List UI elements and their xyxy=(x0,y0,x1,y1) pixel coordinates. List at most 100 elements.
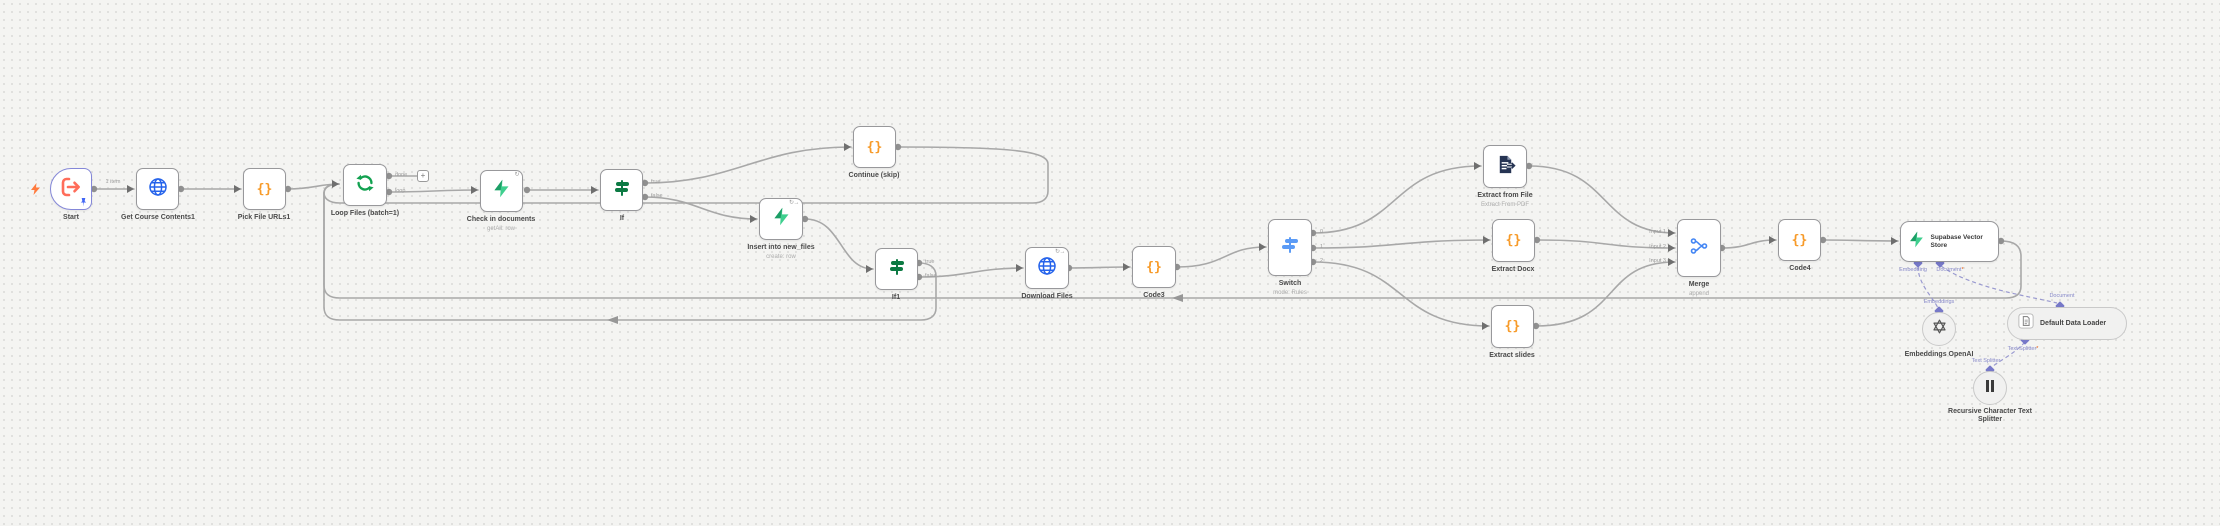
node-label: Recursive Character Text Splitter xyxy=(1948,408,2032,424)
node-subtitle: create: row xyxy=(766,254,796,260)
node-label: Start xyxy=(63,214,79,221)
connection-code4-supabase[interactable] xyxy=(1822,239,1899,242)
node-switch[interactable] xyxy=(1268,219,1312,276)
node-label: Check in documents xyxy=(466,216,536,223)
connection-insert-if1[interactable] xyxy=(804,218,874,270)
node-label: Continue (skip) xyxy=(848,172,900,179)
edge-items-label: 1 item xyxy=(105,179,121,185)
connection-download-code3[interactable] xyxy=(1068,266,1131,269)
extract-file-icon xyxy=(1495,154,1517,180)
flow-direction-arrows xyxy=(607,294,1183,324)
start-icon xyxy=(60,176,82,203)
port-label-true: true xyxy=(651,179,661,185)
node-subtitle: append xyxy=(1688,291,1710,297)
ai-connections xyxy=(1917,265,2058,368)
node-pick-file-urls[interactable]: {} xyxy=(243,168,286,210)
node-default-data-loader[interactable]: Default Data Loader xyxy=(2007,307,2127,340)
ai-port-label-embedding: Embedding xyxy=(1899,267,1927,273)
node-label: If1 xyxy=(891,294,901,301)
ai-port-label-text-splitter: Text Splitter* xyxy=(2007,346,2039,352)
connection-if-true-continue[interactable] xyxy=(644,146,852,184)
node-label: Merge xyxy=(1688,281,1710,288)
node-embeddings-openai[interactable] xyxy=(1922,312,1956,346)
node-label: Switch xyxy=(1278,280,1302,287)
node-label: Code4 xyxy=(1789,265,1811,272)
node-loop-files[interactable] xyxy=(343,164,387,206)
node-download-files[interactable]: ↻→ xyxy=(1025,247,1069,289)
node-continue-skip[interactable]: {} xyxy=(853,126,896,168)
connection-merge-code4[interactable] xyxy=(1721,239,1777,249)
node-label: Default Data Loader xyxy=(2040,320,2107,327)
node-label: Download Files xyxy=(1021,293,1073,300)
connection-switch0-extractfile[interactable] xyxy=(1312,165,1482,234)
ai-link-label-document: Document xyxy=(2049,293,2075,299)
node-code4[interactable]: {} xyxy=(1778,219,1821,261)
port-label-input1: Input 1 xyxy=(1649,229,1666,235)
node-check-in-documents[interactable]: ↻ xyxy=(480,170,523,212)
node-extract-from-file[interactable] xyxy=(1483,145,1527,188)
connection-switch1-extractdocx[interactable] xyxy=(1312,239,1491,249)
connection-if-false-insert[interactable] xyxy=(644,196,758,220)
plus-icon: + xyxy=(420,171,426,180)
node-label: Pick File URLs1 xyxy=(237,214,291,221)
connection-loop-check[interactable] xyxy=(388,189,479,193)
node-if1[interactable] xyxy=(875,248,918,290)
code-braces-icon: {} xyxy=(1146,259,1162,275)
node-get-course-contents[interactable] xyxy=(136,168,179,210)
node-supabase-vector-store[interactable]: Supabase Vector Store xyxy=(1900,221,1999,262)
node-subtitle: Extract From PDF xyxy=(1480,202,1530,208)
node-recursive-text-splitter[interactable] xyxy=(1973,371,2007,405)
pinned-data-icon xyxy=(79,198,88,207)
retry-badge-icon: ↻ xyxy=(514,172,519,178)
node-subtitle: mode: Rules xyxy=(1273,290,1307,296)
add-node-button[interactable]: + xyxy=(417,170,429,182)
node-subtitle: getAll: row xyxy=(486,226,516,232)
connection-extractfile-merge1[interactable] xyxy=(1528,165,1676,234)
port-label-2: 2 xyxy=(1320,258,1324,264)
port-label-false: false xyxy=(925,273,937,279)
connection-switch2-extractslides[interactable] xyxy=(1312,261,1490,327)
connection-if1-false-download[interactable] xyxy=(918,267,1024,278)
supabase-icon xyxy=(771,206,792,232)
switch-signpost-icon xyxy=(1280,235,1300,260)
globe-icon xyxy=(1036,255,1058,282)
node-extract-docx[interactable]: {} xyxy=(1492,219,1535,262)
node-insert-into-new-files[interactable]: ↻→ xyxy=(759,198,803,240)
port-label-1: 1 xyxy=(1320,244,1324,250)
code-braces-icon: {} xyxy=(256,181,273,197)
supabase-icon xyxy=(1907,230,1926,254)
port-label-false: false xyxy=(651,193,663,199)
node-start[interactable] xyxy=(50,168,92,210)
connection-extractslides-merge3[interactable] xyxy=(1535,261,1676,327)
connection-code3-switch[interactable] xyxy=(1176,246,1267,268)
node-label: If xyxy=(619,215,625,222)
port-label-done: done xyxy=(395,172,408,178)
ai-link-label-text-splitter: Text Splitter xyxy=(1971,358,2001,364)
node-extract-slides[interactable]: {} xyxy=(1491,305,1534,348)
code-braces-icon: {} xyxy=(1504,319,1521,334)
node-label: Extract from File xyxy=(1477,192,1533,199)
globe-icon xyxy=(147,176,169,203)
openai-icon xyxy=(1931,318,1948,340)
connection-if1-true-loopback[interactable] xyxy=(323,183,937,321)
node-label: Extract Docx xyxy=(1491,266,1535,273)
code-braces-icon: {} xyxy=(1505,233,1522,248)
node-label: Insert into new_files xyxy=(747,244,815,251)
retry-continue-badge-icon: ↻→ xyxy=(788,200,800,206)
node-code3[interactable]: {} xyxy=(1132,246,1176,288)
node-merge[interactable] xyxy=(1677,219,1721,277)
node-label: Loop Files (batch=1) xyxy=(330,210,400,217)
connection-extractdocx-merge2[interactable] xyxy=(1536,239,1676,249)
code-braces-icon: {} xyxy=(866,139,883,155)
document-loader-icon xyxy=(2018,313,2034,334)
if-signpost-icon xyxy=(612,178,632,203)
node-label: Get Course Contents1 xyxy=(121,214,195,221)
port-label-loop: loop xyxy=(395,188,406,194)
code-braces-icon: {} xyxy=(1791,232,1808,248)
node-label: Extract slides xyxy=(1489,352,1535,359)
port-label-true: true xyxy=(925,259,935,265)
node-label: Embeddings OpenAI xyxy=(1904,351,1974,358)
connection-continue-loopback[interactable] xyxy=(323,146,1049,204)
node-if[interactable] xyxy=(600,169,643,211)
